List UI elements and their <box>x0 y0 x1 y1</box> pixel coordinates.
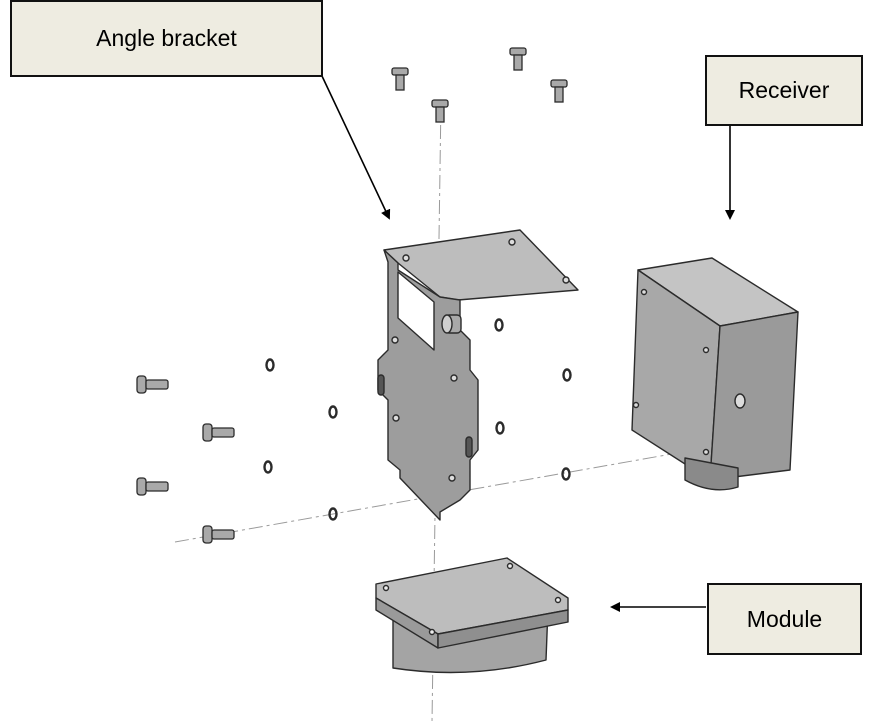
screw-side-3 <box>136 477 169 496</box>
washer <box>494 318 504 332</box>
washer <box>328 507 338 521</box>
washer <box>265 358 275 372</box>
angle-bracket-label: Angle bracket <box>96 25 237 51</box>
screw-top-3 <box>550 79 568 103</box>
receiver-label: Receiver <box>738 77 830 103</box>
arrow-angle-bracket <box>321 75 391 220</box>
side-screws <box>136 375 235 544</box>
washer <box>562 368 572 382</box>
screw-top-1 <box>391 67 409 91</box>
receiver-box <box>631 257 799 491</box>
screw-side-4 <box>202 525 235 544</box>
module-box <box>375 557 569 674</box>
washer <box>495 421 505 435</box>
angle-bracket-callout: Angle bracket <box>10 0 323 77</box>
module-label: Module <box>746 605 823 632</box>
washers <box>263 318 572 521</box>
washer <box>328 405 338 419</box>
module-callout: Module <box>707 583 862 655</box>
washer <box>561 467 571 481</box>
angle-bracket <box>377 229 579 521</box>
screw-top-2 <box>509 47 527 71</box>
screw-top-4 <box>431 99 449 123</box>
receiver-callout: Receiver <box>705 55 863 126</box>
top-screws <box>391 47 568 123</box>
washer <box>263 460 273 474</box>
screw-side-2 <box>202 423 235 442</box>
screw-side-1 <box>136 375 169 394</box>
